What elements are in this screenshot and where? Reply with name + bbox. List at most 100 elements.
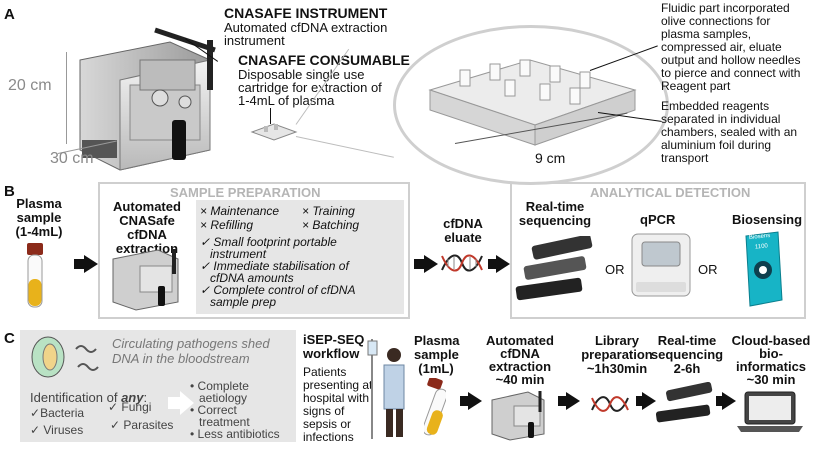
con-refilling: × Refilling — [200, 218, 254, 232]
plasma-c-1: Plasma — [414, 333, 460, 348]
biosensor-device-image — [745, 231, 783, 307]
identification-prefix: Identification of — [30, 390, 122, 405]
zoom-line-bottom — [295, 136, 394, 158]
fluidic-line-2: olive connections for — [661, 14, 771, 28]
reagent-desc: Embedded reagents separated in individua… — [661, 100, 797, 165]
fluidic-line-6: to pierce and connect with — [661, 66, 801, 80]
patients-line-4: signs of — [303, 404, 345, 418]
plasma-tube-icon-c — [424, 378, 446, 436]
library-1: Library — [594, 333, 640, 348]
patients-line-3: hospital with — [303, 391, 370, 405]
pro-3: ✓ Complete control of cfDNA — [200, 283, 356, 297]
instrument-title: CNASAFE INSTRUMENT — [224, 5, 388, 21]
prep-features-box — [196, 200, 404, 314]
fluidic-line-3: plasma samples, — [661, 27, 752, 41]
identification-suffix: : — [143, 390, 148, 405]
pathogen-cell-icon — [31, 336, 99, 378]
arrow-c3-shaft — [636, 396, 642, 406]
pathogen-text: Circulating pathogens shed DNA in the bl… — [112, 336, 270, 366]
benefit-2b: treatment — [199, 415, 250, 429]
workflow-title-1: iSEP-SEQ — [303, 332, 365, 347]
pathogen-line-1: Circulating pathogens shed — [112, 336, 270, 351]
plasma-tube-icon — [27, 243, 43, 308]
cloud-3: informatics — [735, 359, 807, 374]
patients-text: Patients presenting at hospital with sig… — [303, 366, 372, 444]
sequencing-c-label: Real-time sequencing 2-6h — [650, 334, 724, 376]
arrow-to-eluate-shaft — [414, 259, 424, 269]
eluate-label: cfDNA eluate — [440, 217, 486, 245]
identification-any: any — [121, 390, 144, 405]
arrow-to-detection-shaft — [488, 259, 496, 269]
reagent-line-3: chambers, sealed with an — [661, 125, 798, 139]
benefit-2: • Correct — [190, 403, 237, 417]
biosensing-label: Biosensing — [732, 212, 803, 227]
con-batching-text: Batching — [312, 218, 360, 232]
arrow-c1-shaft — [460, 396, 468, 406]
instrument-desc-1: Automated cfDNA extraction — [224, 20, 388, 35]
instrument-width: 30 cm — [50, 150, 94, 167]
consumable-desc-2: cartridge for extraction of — [238, 80, 382, 95]
height-dimension-line — [66, 52, 67, 144]
cloud-2: bio- — [759, 346, 783, 361]
sequencing-c-1: Real-time — [657, 333, 717, 348]
plasma-c-2: sample — [414, 347, 459, 362]
patients-line-1: Patients — [303, 365, 347, 379]
extraction-c-2: cfDNA — [500, 346, 540, 361]
con-batching: × Batching — [302, 218, 360, 232]
con-maintenance: × Maintenance — [200, 204, 280, 218]
pathogen-line-2: DNA in the bloodstream — [112, 351, 250, 366]
benefit-1: • Complete — [190, 379, 249, 393]
or-1: OR — [605, 262, 625, 277]
sequencer-image — [515, 236, 593, 301]
identification-line: Identification of any: — [30, 390, 147, 405]
workflow-title-2: workflow — [303, 346, 360, 361]
parasites-item: ✓ Parasites — [110, 418, 174, 432]
arrow-to-eluate — [424, 255, 438, 273]
plasma-sample-label: Plasma sample (1-4mL) — [10, 197, 68, 239]
dna-helix-icon-c — [591, 396, 629, 412]
arrow-c4-shaft — [716, 396, 722, 406]
plasma-c-label: Plasma sample (1mL) — [414, 333, 460, 376]
eluate-label-2: eluate — [444, 230, 482, 245]
small-cartridge-image — [250, 123, 298, 141]
extraction-instrument-image — [112, 249, 179, 311]
fluidic-line-7: Reagent part — [661, 79, 731, 93]
sample-prep-title: SAMPLE PREPARATION — [170, 185, 321, 200]
benefit-arrow — [168, 391, 194, 415]
reagent-line-2: separated in individual — [661, 112, 781, 126]
con-training: × Training — [302, 204, 355, 218]
fluidic-line-5: output and hollow needles — [661, 53, 801, 67]
extraction-instrument-image-c — [491, 391, 545, 441]
consumable-leader — [270, 108, 271, 124]
bacteria-item: ✓Bacteria — [30, 406, 85, 420]
sample-prep-box — [98, 182, 410, 319]
arrow-to-detection — [496, 255, 510, 273]
arrow-c4 — [722, 392, 736, 410]
reagent-line-4: aluminium foil during — [661, 138, 772, 152]
extraction-c-4: ~40 min — [495, 372, 545, 387]
arrow-to-extraction — [84, 255, 98, 273]
or-2: OR — [698, 262, 718, 277]
pro-2b: cfDNA amounts — [210, 271, 294, 285]
viruses-item: ✓ Viruses — [30, 423, 84, 437]
fluidic-line-4: compressed air, eluate — [661, 40, 782, 54]
dna-helix-icon-b — [441, 254, 483, 272]
plasma-label-1: Plasma — [16, 196, 62, 211]
extraction-c-label: Automated cfDNA extraction ~40 min — [484, 334, 556, 386]
seq-label-1: Real-time — [525, 199, 585, 214]
pathogen-box — [20, 330, 296, 442]
fluidic-line-1: Fluidic part incorporated — [661, 1, 790, 15]
patients-line-5: sepsis or — [303, 417, 352, 431]
extraction-c-1: Automated — [486, 333, 554, 348]
library-label: Library preparation ~1h30min — [580, 334, 654, 376]
arrow-c1 — [468, 392, 482, 410]
library-2: preparation — [581, 347, 653, 362]
extraction-label-2: CNASafe cfDNA — [119, 213, 175, 242]
library-3: ~1h30min — [586, 361, 648, 376]
extraction-c-3: extraction — [488, 359, 552, 374]
cloud-1: Cloud-based — [731, 333, 811, 348]
detection-title: ANALYTICAL DETECTION — [590, 185, 751, 200]
reagent-line-1: Embedded reagents — [661, 99, 770, 113]
pro-1b: instrument — [210, 247, 267, 261]
instrument-height: 20 cm — [8, 77, 52, 94]
